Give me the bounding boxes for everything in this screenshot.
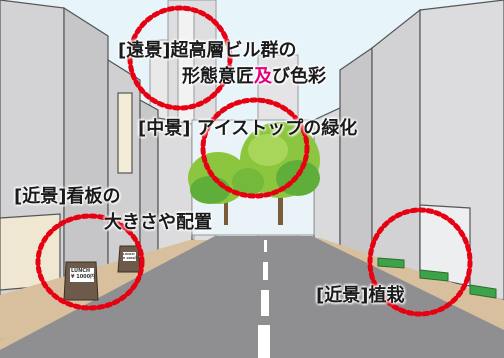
right-buildings <box>313 0 504 301</box>
left-board-text: LUNCH ¥ 1000円 <box>71 268 95 280</box>
left-board-line1: LUNCH <box>71 268 91 274</box>
near-plant-label: [近景]植栽 <box>316 285 405 306</box>
far-label-line1: [遠景]超高層ビル群の <box>118 40 297 61</box>
far-label-part-a: 形態意匠 <box>182 66 254 87</box>
sandwich-board-left <box>63 261 99 301</box>
near-sign-highlight-circle <box>35 213 145 311</box>
far-label-line2: 形態意匠及び色彩 <box>182 62 326 88</box>
far-label-part-c: び色彩 <box>272 66 326 87</box>
middle-highlight-circle <box>200 97 310 199</box>
left-board-line2: ¥ 1000円 <box>71 274 96 280</box>
near-sign-label-line2: 大きさや配置 <box>104 212 212 233</box>
right-board-line1: LUNCH <box>123 252 135 256</box>
far-label-accent: 及 <box>254 66 272 87</box>
projecting-sign <box>117 92 133 174</box>
far-highlight-circle <box>127 5 233 111</box>
planters <box>377 257 497 299</box>
road <box>0 236 504 358</box>
shop-window <box>0 213 61 291</box>
right-board-text: LUNCH ¥ 1000円 <box>123 252 137 260</box>
highlight-circles <box>35 5 473 317</box>
middle-label: [中景] アイストップの緑化 <box>138 118 358 139</box>
near-sign-label-line1: [近景]看板の <box>14 186 121 207</box>
center-line <box>258 240 270 358</box>
right-board-line2: ¥ 1000円 <box>123 256 138 260</box>
left-buildings <box>0 0 193 341</box>
near-plant-highlight-circle <box>367 207 473 317</box>
